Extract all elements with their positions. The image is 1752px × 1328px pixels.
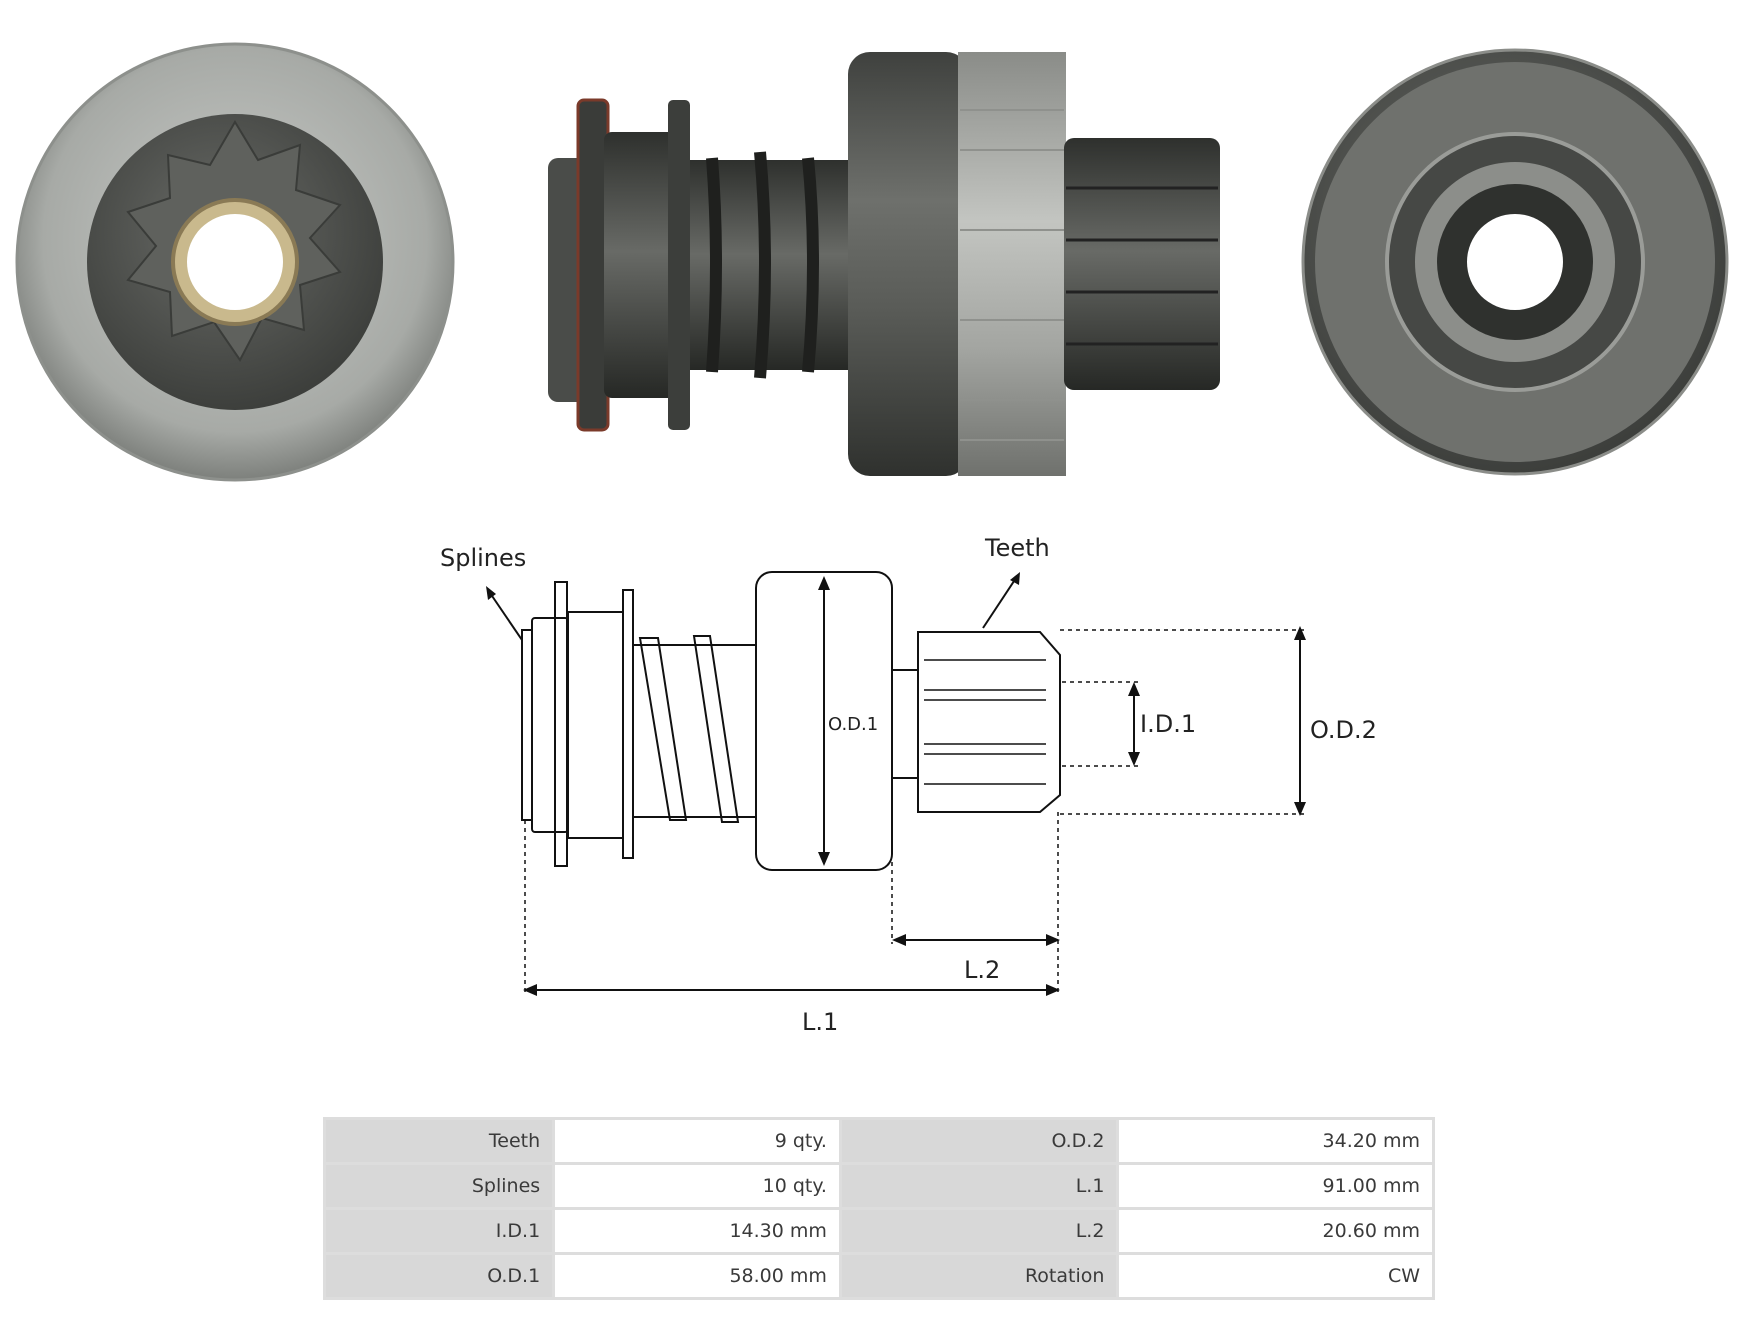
od2-label: O.D.2 <box>1310 716 1377 744</box>
teeth-label: Teeth <box>984 534 1050 562</box>
photo-pinion-end-view <box>15 42 455 482</box>
specifications-table: Teeth 9 qty. O.D.2 34.20 mm Splines 10 q… <box>323 1117 1435 1300</box>
spec-label: L.2 <box>841 1210 1117 1252</box>
spec-value: 14.30 mm <box>555 1210 839 1252</box>
spec-label: O.D.1 <box>326 1255 553 1297</box>
spec-value: 9 qty. <box>555 1120 839 1162</box>
table-row: Teeth 9 qty. O.D.2 34.20 mm <box>326 1120 1432 1162</box>
spec-value: 34.20 mm <box>1119 1120 1432 1162</box>
spec-value: 10 qty. <box>555 1165 839 1207</box>
table-row: Splines 10 qty. L.1 91.00 mm <box>326 1165 1432 1207</box>
spec-value: CW <box>1119 1255 1432 1297</box>
spec-value: 58.00 mm <box>555 1255 839 1297</box>
spec-label: Splines <box>326 1165 553 1207</box>
spring-icon <box>706 151 819 379</box>
spec-value: 20.60 mm <box>1119 1210 1432 1252</box>
id1-label: I.D.1 <box>1140 710 1196 738</box>
table-row: O.D.1 58.00 mm Rotation CW <box>326 1255 1432 1297</box>
splines-label: Splines <box>440 544 526 572</box>
od1-label: O.D.1 <box>828 714 878 735</box>
spec-label: I.D.1 <box>326 1210 553 1252</box>
pinion <box>917 631 1061 813</box>
spec-label: Rotation <box>841 1255 1117 1297</box>
spring-icon <box>638 635 740 823</box>
l2-label: L.2 <box>964 956 1000 984</box>
l1-label: L.1 <box>802 1008 838 1036</box>
table-row: I.D.1 14.30 mm L.2 20.60 mm <box>326 1210 1432 1252</box>
photo-side-view <box>548 52 1220 476</box>
photo-drive-end-view <box>1301 48 1729 476</box>
spec-label: Teeth <box>326 1120 553 1162</box>
splines-ring <box>521 629 533 821</box>
spec-label: L.1 <box>841 1165 1117 1207</box>
dimension-diagram: Splines Teeth O.D.1 I.D.1 O.D.2 L.2 L.1 <box>440 534 1377 1036</box>
spec-value: 91.00 mm <box>1119 1165 1432 1207</box>
spec-label: O.D.2 <box>841 1120 1117 1162</box>
product-photos <box>15 42 1729 482</box>
